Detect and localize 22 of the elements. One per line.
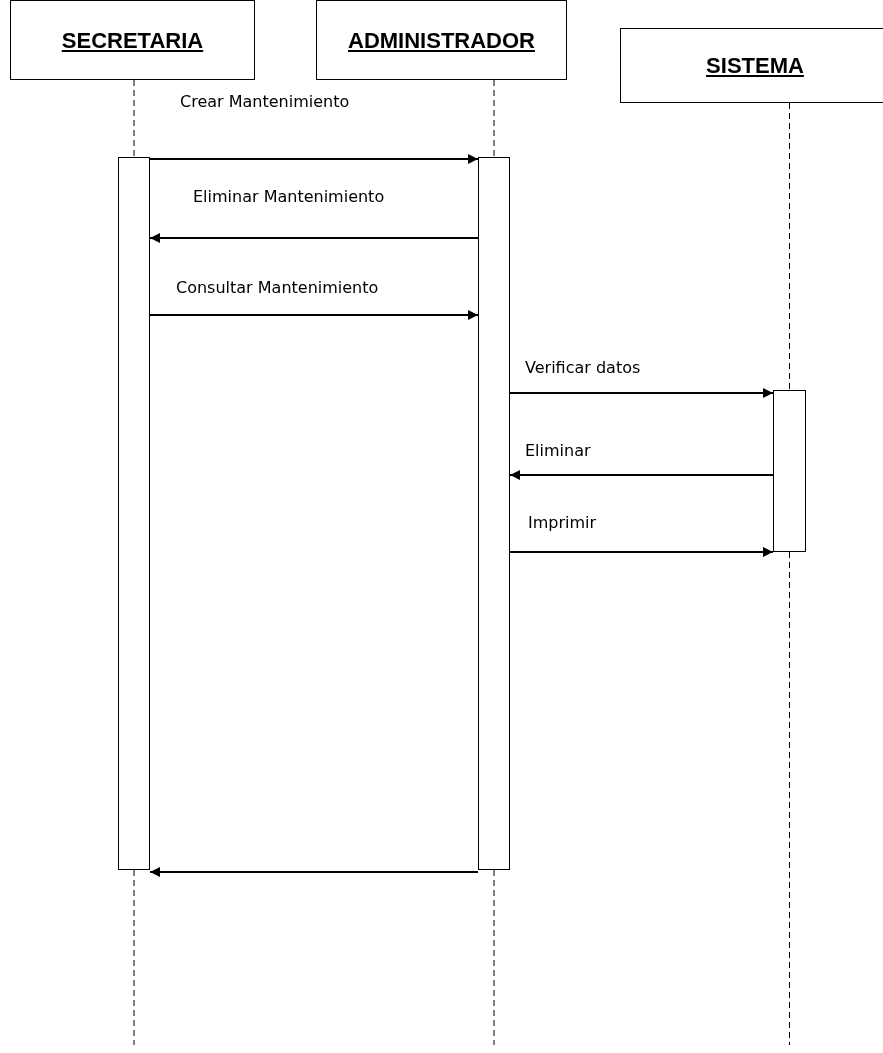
message-arrow <box>149 154 479 164</box>
lifeline <box>789 551 790 1046</box>
message-arrow <box>149 310 479 320</box>
actor-name: ADMINISTRADOR <box>348 26 535 55</box>
activation-bar <box>773 390 806 552</box>
message-arrow <box>509 388 774 398</box>
message-arrow <box>509 470 774 480</box>
message-arrow <box>149 867 479 877</box>
activation-bar <box>118 157 150 870</box>
lifeline <box>789 102 790 391</box>
message-arrow <box>509 547 774 557</box>
actor-name: SECRETARIA <box>61 26 204 55</box>
lifeline <box>133 869 135 1046</box>
actor-box <box>316 0 567 80</box>
lifeline <box>493 869 495 1046</box>
actor-box <box>10 0 255 80</box>
actor-name: SISTEMA <box>706 52 804 80</box>
activation-bar <box>478 157 510 870</box>
actor-box <box>620 28 883 103</box>
lifeline <box>133 79 135 158</box>
lifeline <box>493 79 495 158</box>
message-arrow <box>149 233 479 243</box>
